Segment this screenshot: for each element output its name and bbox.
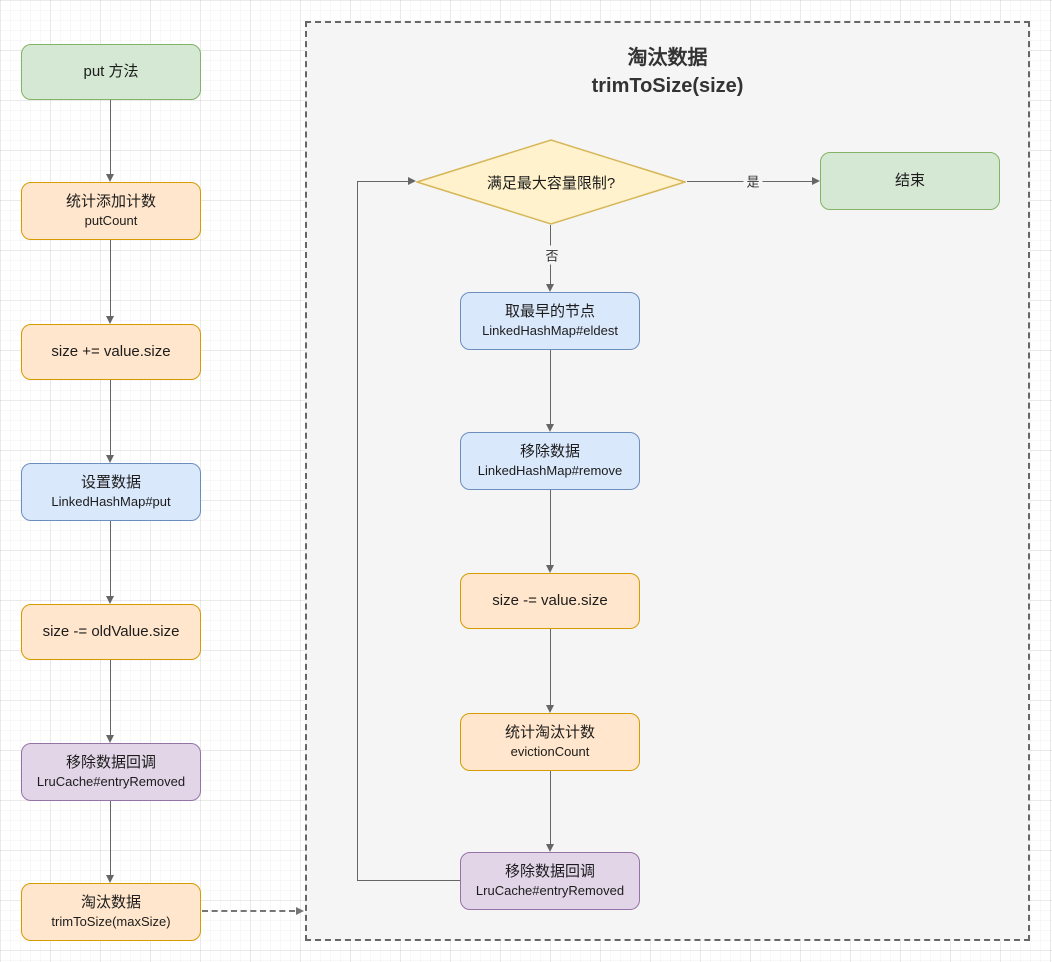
- arrowhead-down-icon: [546, 844, 554, 852]
- group-title-line1: 淘汰数据: [627, 47, 708, 69]
- node-entry-removed-left: 移除数据回调 LruCache#entryRemoved: [21, 743, 201, 801]
- arrow-line: [110, 801, 111, 876]
- node-title: size -= oldValue.size: [42, 622, 180, 640]
- arrow-line: [110, 100, 111, 175]
- arrowhead-down-icon: [546, 565, 554, 573]
- node-title: 淘汰数据: [80, 893, 141, 911]
- group-title-line2: trimToSize(size): [591, 75, 744, 97]
- node-subtitle: LruCache#entryRemoved: [36, 774, 186, 790]
- node-eviction-count: 统计淘汰计数 evictionCount: [460, 713, 640, 771]
- decision-label: 满足最大容量限制?: [486, 174, 616, 192]
- arrow-line: [550, 490, 551, 566]
- node-map-put: 设置数据 LinkedHashMap#put: [21, 463, 201, 521]
- arrowhead-down-icon: [106, 875, 114, 883]
- node-eldest: 取最早的节点 LinkedHashMap#eldest: [460, 292, 640, 350]
- loop-line-bottom: [357, 880, 460, 881]
- node-title: 取最早的节点: [504, 302, 595, 320]
- node-title: 移除数据回调: [504, 862, 595, 880]
- node-trim-to-size-left: 淘汰数据 trimToSize(maxSize): [21, 883, 201, 941]
- arrow-line: [110, 660, 111, 736]
- node-subtitle: LruCache#entryRemoved: [475, 883, 625, 899]
- node-title: 移除数据: [519, 442, 580, 460]
- node-entry-removed-right: 移除数据回调 LruCache#entryRemoved: [460, 852, 640, 910]
- arrow-line: [550, 771, 551, 845]
- arrow-line: [110, 380, 111, 456]
- arrowhead-down-icon: [106, 735, 114, 743]
- node-title: 设置数据: [80, 473, 141, 491]
- arrowhead-down-icon: [106, 174, 114, 182]
- node-title: 统计淘汰计数: [504, 723, 595, 741]
- node-remove: 移除数据 LinkedHashMap#remove: [460, 432, 640, 490]
- arrow-line: [550, 350, 551, 425]
- node-size-minus-value: size -= value.size: [460, 573, 640, 629]
- arrowhead-down-icon: [106, 455, 114, 463]
- arrowhead-down-icon: [106, 316, 114, 324]
- node-title: 移除数据回调: [65, 753, 156, 771]
- arrowhead-down-icon: [546, 705, 554, 713]
- node-put-method: put 方法: [21, 44, 201, 100]
- arrowhead-right-icon: [408, 177, 416, 185]
- node-end: 结束: [820, 152, 1000, 210]
- node-title: put 方法: [83, 62, 139, 80]
- loop-line-vertical: [357, 181, 358, 881]
- node-title: 结束: [894, 171, 925, 189]
- arrow-line: [110, 521, 111, 597]
- loop-line-top: [357, 181, 408, 182]
- node-subtitle: LinkedHashMap#put: [51, 494, 171, 510]
- node-size-minus-old: size -= oldValue.size: [21, 604, 201, 660]
- node-size-plus: size += value.size: [21, 324, 201, 380]
- arrowhead-right-icon: [812, 177, 820, 185]
- node-put-count: 统计添加计数 putCount: [21, 182, 201, 240]
- node-title: size += value.size: [51, 342, 171, 360]
- node-title: size -= value.size: [492, 591, 608, 609]
- node-subtitle: LinkedHashMap#eldest: [482, 323, 618, 339]
- node-subtitle: putCount: [84, 213, 138, 229]
- node-subtitle: LinkedHashMap#remove: [477, 463, 623, 479]
- arrowhead-right-icon: [296, 906, 304, 915]
- node-subtitle: evictionCount: [510, 744, 590, 760]
- decision-diamond: [416, 139, 686, 225]
- group-title: 淘汰数据 trimToSize(size): [305, 44, 1030, 100]
- dashed-arrow-line: [202, 910, 295, 912]
- node-subtitle: trimToSize(maxSize): [51, 914, 171, 930]
- edge-label-yes: 是: [743, 171, 763, 191]
- arrowhead-down-icon: [546, 284, 554, 292]
- arrowhead-down-icon: [106, 596, 114, 604]
- edge-label-no: 否: [542, 245, 562, 265]
- arrowhead-down-icon: [546, 424, 554, 432]
- node-title: 统计添加计数: [65, 192, 156, 210]
- arrow-line: [550, 629, 551, 706]
- arrow-line: [110, 240, 111, 317]
